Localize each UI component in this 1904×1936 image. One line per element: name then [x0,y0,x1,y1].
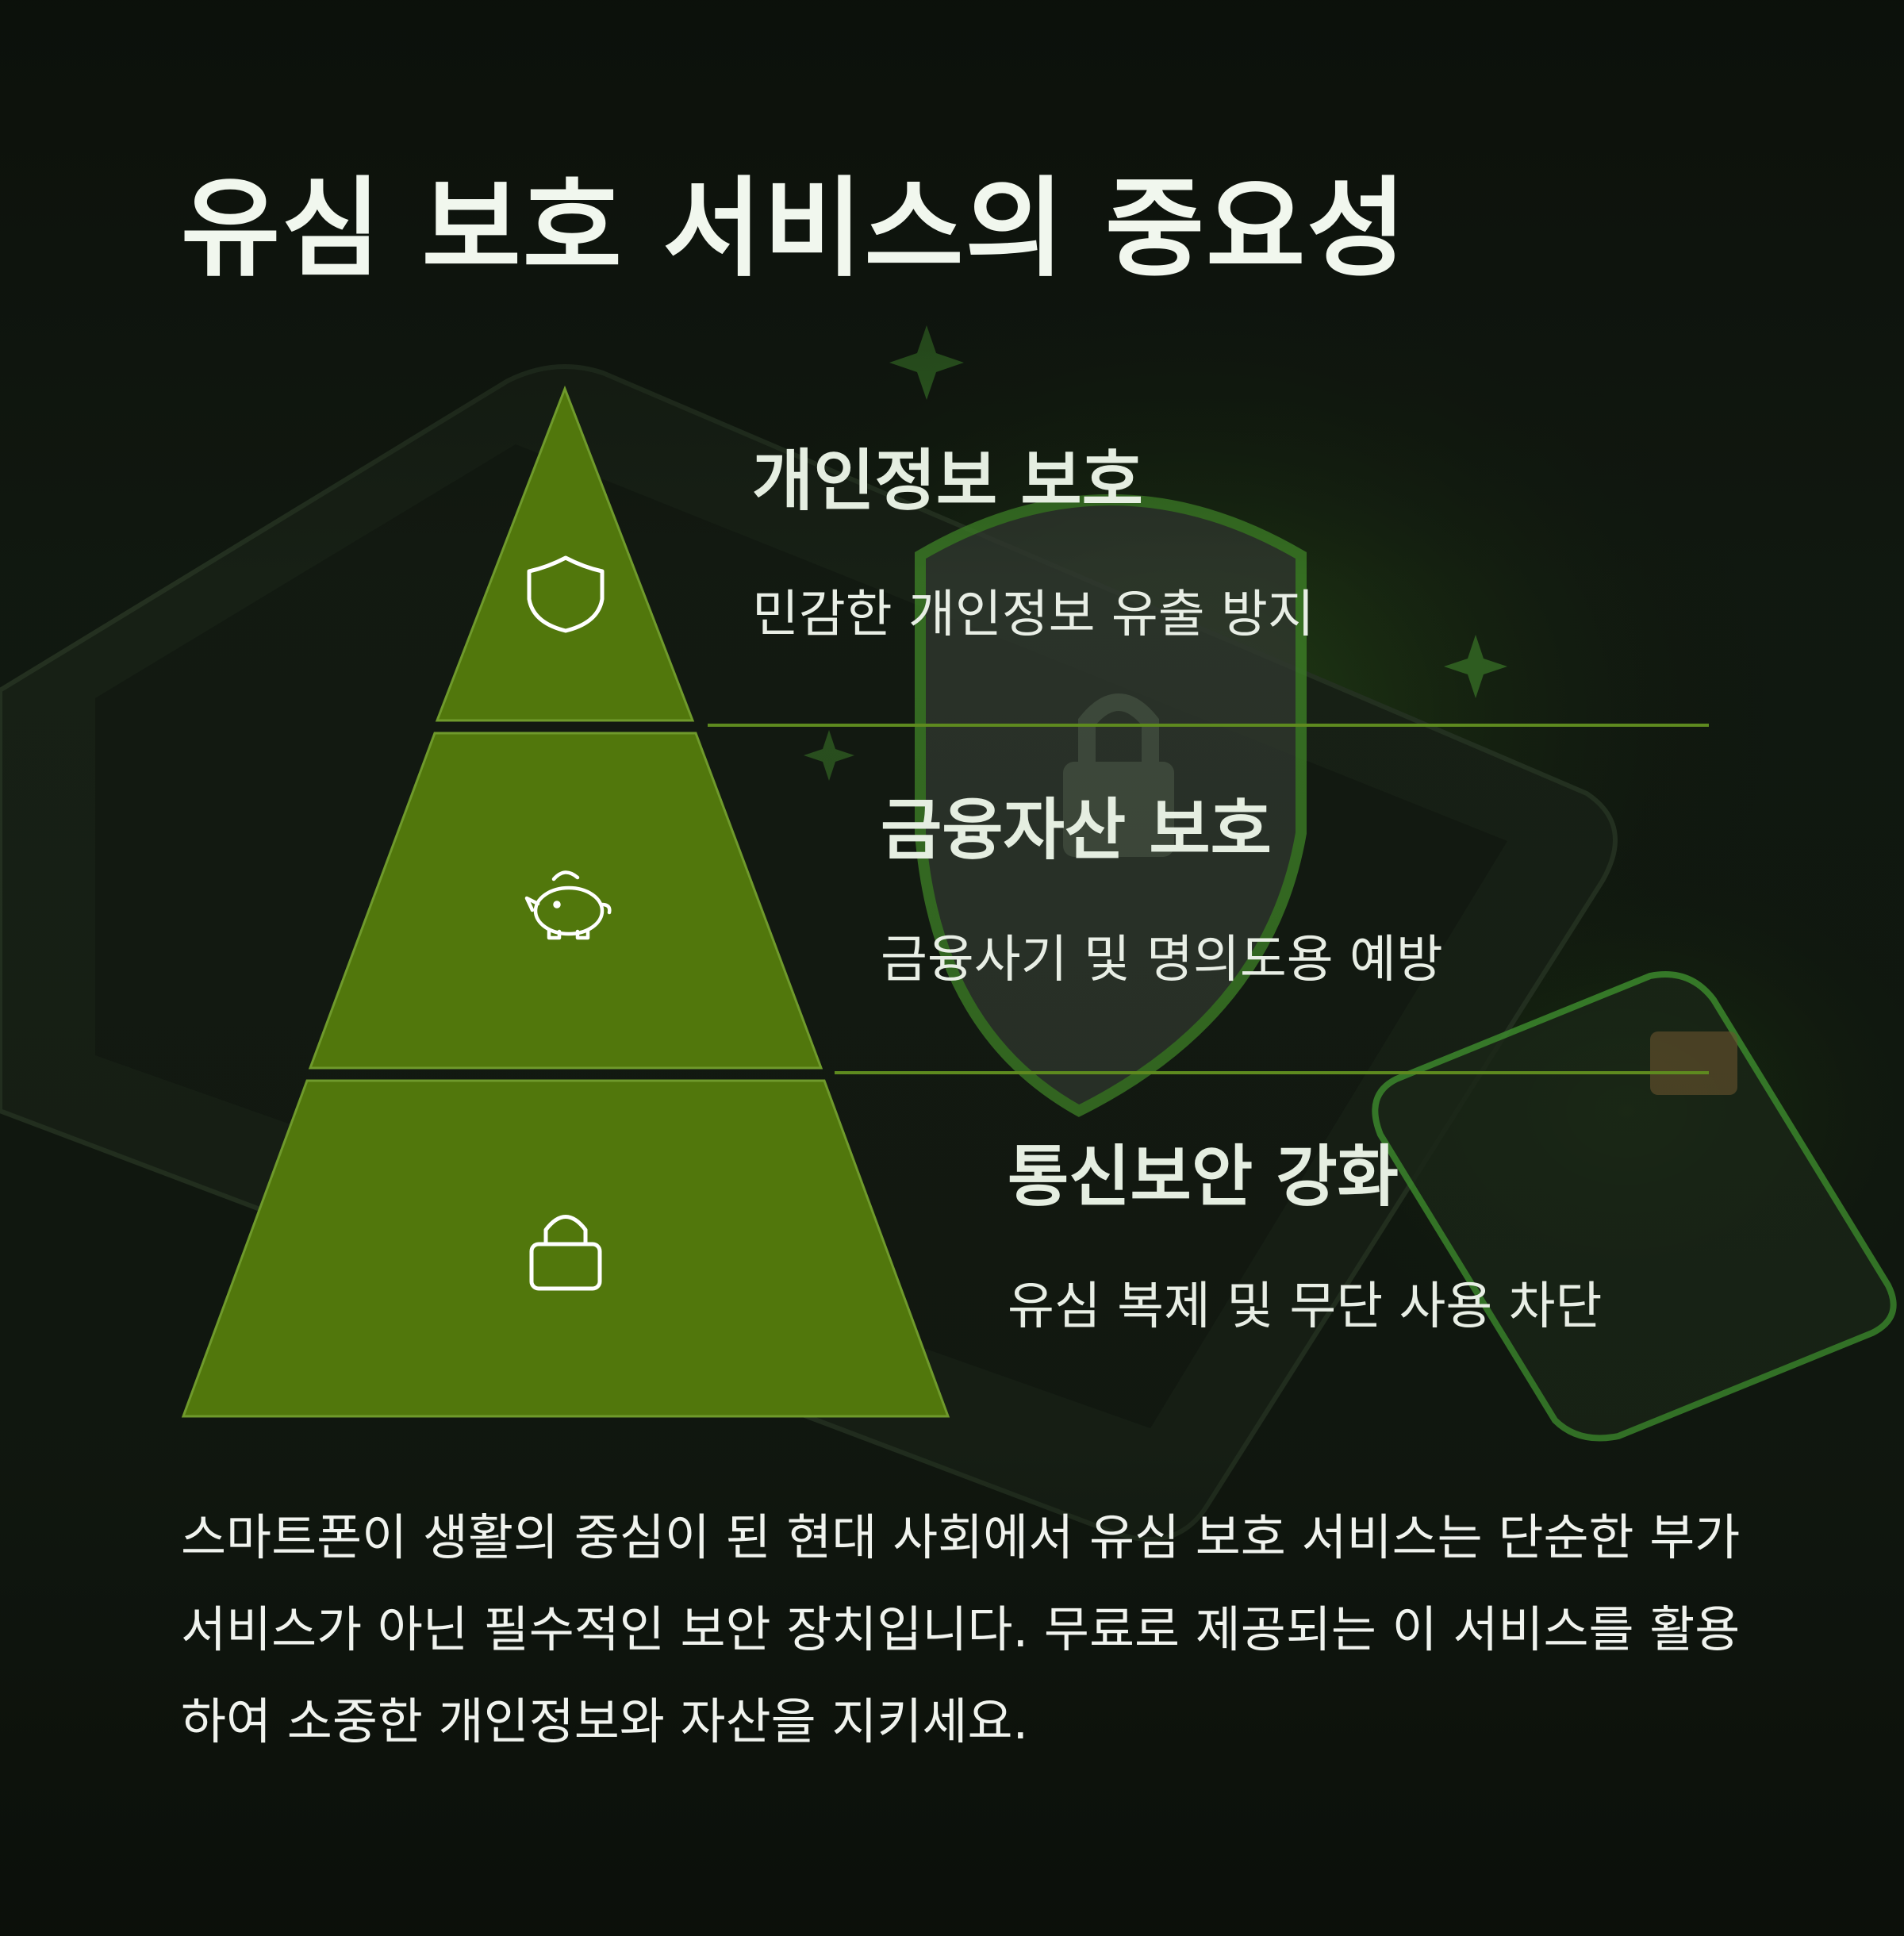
tier-heading-finance: 금융자산 보호 [881,791,1272,869]
tier-heading-telecom: 통신보안 강화 [1008,1138,1399,1216]
pyramid-tier-bottom [181,1079,950,1418]
divider-2 [835,1071,1709,1074]
tier-desc-privacy: 민감한 개인정보 유출 방지 [752,586,1315,644]
piggy-bank-icon [524,870,612,940]
divider-1 [708,724,1709,727]
page-title: 유심 보호 서비스의 중요성 [181,167,1408,292]
summary-paragraph: 스마트폰이 생활의 중심이 된 현대 사회에서 유심 보호 서비스는 단순한 부… [181,1508,1741,1750]
tier-heading-privacy: 개인정보 보호 [752,442,1143,520]
pyramid-tier-middle [308,732,823,1070]
pyramid-tier-top [435,385,695,722]
tier-desc-finance: 금융사기 및 명의도용 예방 [881,931,1443,989]
lock-icon [529,1215,602,1291]
shield-icon [527,555,605,633]
tier-desc-telecom: 유심 복제 및 무단 사용 차단 [1008,1277,1603,1336]
